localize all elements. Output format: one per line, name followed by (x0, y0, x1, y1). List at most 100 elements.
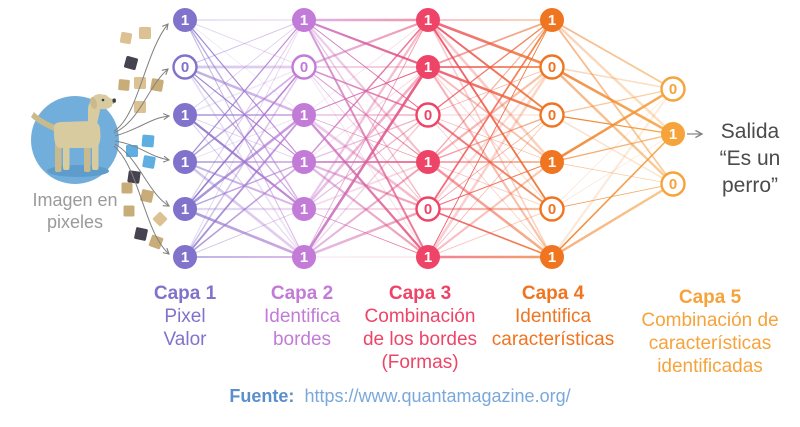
input-arrows (113, 23, 704, 255)
node-value-capa-3-6: 1 (424, 249, 432, 266)
node-capa-4-2 (539, 54, 565, 80)
node-value-capa-1-6: 1 (181, 249, 189, 266)
node-capa-1-5 (173, 197, 197, 221)
node-value-capa-2-2: 0 (300, 59, 308, 76)
node-value-capa-3-3: 0 (424, 107, 432, 124)
edge-capa-4-2-to-capa-5-1 (551, 66, 674, 90)
edge-capa-2-4-to-capa-3-1 (303, 19, 429, 163)
node-capa-3-4 (416, 150, 440, 174)
node-capa-4-3 (539, 102, 565, 128)
node-value-capa-2-6: 1 (300, 249, 308, 266)
edge-capa-3-6-to-capa-4-1 (427, 19, 553, 258)
edge-capa-4-6-to-capa-5-1 (551, 88, 674, 258)
edge-capa-1-5-to-capa-2-1 (184, 19, 305, 210)
node-value-capa-1-3: 1 (181, 107, 189, 124)
edge-capa-4-4-to-capa-5-2 (551, 133, 674, 163)
dog-eye (101, 98, 105, 102)
node-value-capa-4-5: 0 (548, 201, 556, 218)
edge-capa-2-3-to-capa-3-1 (303, 19, 429, 116)
pixel-square (134, 227, 148, 241)
node-capa-1-2 (172, 54, 198, 80)
pixel-square (134, 77, 146, 89)
connections (184, 18, 674, 259)
node-capa-4-5 (539, 196, 565, 222)
node-capa-4-1 (540, 8, 564, 32)
pixel-square (142, 155, 156, 169)
dog-ear (90, 97, 97, 109)
edge-capa-1-6-to-capa-2-2 (184, 66, 305, 258)
node-capa-1-6 (173, 245, 197, 269)
dog-muzzle (108, 97, 114, 104)
pixel-square (141, 134, 155, 148)
node-capa-5-1 (660, 76, 686, 102)
node-value-capa-1-4: 1 (181, 154, 189, 171)
edge-capa-4-4-to-capa-5-1 (551, 87, 674, 164)
edge-capa-3-6-to-capa-4-4 (427, 161, 553, 258)
node-capa-2-1 (292, 8, 316, 32)
edge-capa-1-6-to-capa-2-1 (184, 19, 305, 258)
node-value-capa-2-3: 1 (300, 107, 308, 124)
pixel-square (140, 189, 154, 203)
pixel-square (121, 182, 133, 194)
pixel-square (148, 234, 164, 250)
node-value-capa-2-4: 1 (300, 154, 308, 171)
node-value-capa-4-2: 0 (548, 59, 556, 76)
dog-head (92, 94, 113, 110)
edge-capa-1-6-to-capa-2-5 (184, 208, 305, 258)
node-capa-2-5 (292, 197, 316, 221)
pixel-square (126, 145, 138, 157)
edge-capa-3-5-to-capa-4-1 (427, 19, 553, 210)
layer-capa-5-nodes: 010 (660, 76, 686, 197)
source-url[interactable]: https://www.quantamagazine.org/ (304, 386, 571, 406)
node-capa-2-6 (292, 245, 316, 269)
node-capa-3-3 (415, 102, 441, 128)
node-value-capa-3-5: 0 (424, 201, 432, 218)
edge-capa-1-3-to-capa-2-1 (184, 19, 305, 116)
edge-capa-3-3-to-capa-4-1 (427, 19, 553, 116)
edge-capa-4-3-to-capa-5-1 (551, 88, 674, 116)
dog-tail (31, 112, 58, 132)
node-value-capa-4-3: 0 (548, 107, 556, 124)
pixel-square (123, 55, 139, 71)
node-value-capa-1-2: 0 (181, 59, 189, 76)
node-capa-2-2 (291, 54, 317, 80)
edge-capa-2-6-to-capa-3-3 (303, 114, 429, 258)
edge-capa-3-6-to-capa-4-3 (427, 114, 553, 258)
edge-capa-2-6-to-capa-3-5 (303, 207, 429, 259)
node-value-capa-3-2: 1 (424, 59, 432, 76)
input-arrow-4 (114, 140, 171, 163)
pixel-square (127, 170, 141, 184)
node-capa-3-2 (416, 55, 440, 79)
node-capa-4-6 (540, 245, 564, 269)
edge-capa-1-6-to-capa-2-3 (184, 114, 305, 258)
edge-capa-1-4-to-capa-2-1 (184, 19, 305, 163)
input-arrow-5 (114, 143, 170, 207)
node-capa-5-3 (660, 171, 686, 197)
edge-capa-3-6-to-capa-4-2 (426, 66, 554, 258)
edge-capa-2-6-to-capa-3-1 (303, 19, 429, 258)
edge-capa-4-3-to-capa-5-3 (551, 114, 674, 185)
edge-capa-2-6-to-capa-3-2 (302, 66, 430, 258)
node-capa-1-3 (173, 103, 197, 127)
node-value-capa-1-1: 1 (181, 12, 189, 29)
node-value-capa-4-1: 1 (548, 12, 556, 29)
node-capa-1-1 (173, 8, 197, 32)
node-value-capa-5-2: 1 (669, 126, 677, 143)
node-value-capa-3-1: 1 (424, 12, 432, 29)
dog-image (31, 94, 119, 184)
pixel-square (152, 211, 168, 227)
pixel-square (119, 31, 133, 45)
edge-capa-2-5-to-capa-3-1 (303, 19, 429, 210)
edge-capa-4-2-to-capa-5-2 (551, 65, 674, 136)
node-value-capa-1-5: 1 (181, 201, 189, 218)
pixel-square (150, 78, 164, 92)
node-capa-2-3 (292, 103, 316, 127)
edge-capa-3-6-to-capa-4-5 (427, 208, 553, 258)
node-capa-5-2 (661, 122, 685, 146)
node-value-capa-5-1: 0 (669, 81, 677, 98)
edge-capa-1-2-to-capa-2-1 (184, 19, 305, 68)
